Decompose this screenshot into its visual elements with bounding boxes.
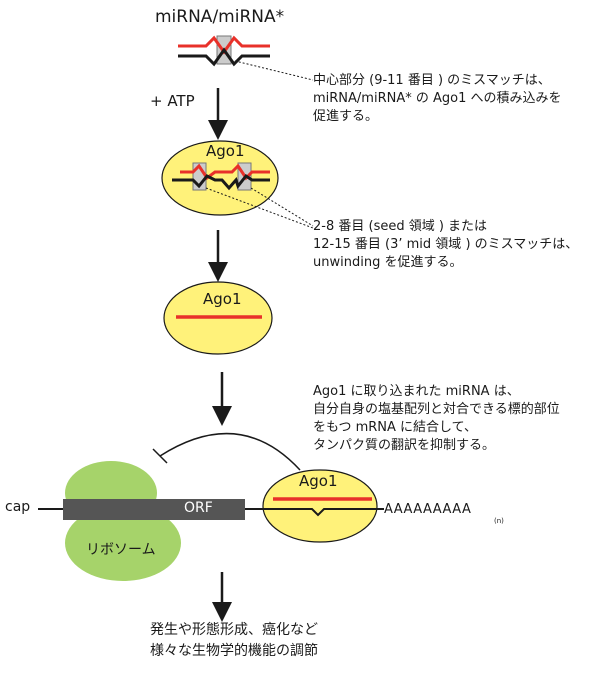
cap-label: cap xyxy=(5,499,31,515)
duplex-title: miRNA/miRNA* xyxy=(155,7,285,27)
ago1-label: Ago1 xyxy=(206,142,245,160)
loaded-mirna-strand xyxy=(180,163,270,181)
ago1-mature-risc xyxy=(163,281,273,355)
note-translation-repression: Ago1 に取り込まれた miRNA は、 自分自身の塩基配列と対合できる標的部… xyxy=(313,383,560,455)
ribosome-large-subunit xyxy=(65,505,181,581)
top-mirna-duplex xyxy=(178,35,270,67)
ago1-blob-3 xyxy=(262,469,378,543)
orf-box xyxy=(63,499,245,520)
polya-tail-label: AAAAAAAAA xyxy=(384,502,472,517)
note-line: をもつ mRNA に結合して、 xyxy=(313,420,478,435)
polya-subscript: (n) xyxy=(494,517,504,525)
note-line: Ago1 に取り込まれた miRNA は、 xyxy=(313,384,520,399)
note-line: unwinding を促進する。 xyxy=(313,255,463,270)
ago1-blob-1 xyxy=(161,140,279,216)
atp-label: + ATP xyxy=(150,92,195,110)
biological-function-note: 発生や形態形成、癌化など 様々な生物学的機能の調節 xyxy=(150,620,318,662)
note-line: miRNA/miRNA* の Ago1 への積み込みを xyxy=(313,91,562,106)
ago1-label: Ago1 xyxy=(203,290,242,308)
note-center-mismatch: 中心部分 (9-11 番目 ) のミスマッチは、 miRNA/miRNA* の … xyxy=(313,72,562,126)
ribosome-label: リボソーム xyxy=(86,542,156,558)
ago1-label: Ago1 xyxy=(299,472,338,490)
ago1-loaded-duplex xyxy=(161,140,279,216)
note-line: 中心部分 (9-11 番目 ) のミスマッチは、 xyxy=(313,73,551,88)
note-line: 発生や形態形成、癌化など xyxy=(150,622,318,638)
ago1-bound-target xyxy=(262,469,384,543)
loaded-star-strand xyxy=(172,173,270,191)
target-site-strand xyxy=(263,508,384,517)
inhibition-arc xyxy=(159,432,301,471)
leader-line-seed xyxy=(205,187,314,229)
inhibition-bar xyxy=(152,448,168,464)
note-line: 様々な生物学的機能の調節 xyxy=(150,643,318,659)
note-line: 12-15 番目 (3’ mid 領域 ) のミスマッチは、 xyxy=(313,237,579,252)
note-line: タンパク質の翻訳を抑制する。 xyxy=(313,438,496,453)
note-seed-mismatch: 2-8 番目 (seed 領域 ) または 12-15 番目 (3’ mid 領… xyxy=(313,218,578,272)
note-line: 促進する。 xyxy=(313,109,379,124)
ribosome xyxy=(65,461,181,581)
leader-line-center xyxy=(230,59,314,81)
note-line: 2-8 番目 (seed 領域 ) または xyxy=(313,219,488,234)
leader-line-mid xyxy=(250,187,314,227)
mirna-star-strand xyxy=(178,47,270,67)
note-line: 自分自身の塩基配列と対合できる標的部位 xyxy=(313,402,560,417)
orf-label: ORF xyxy=(184,500,213,516)
